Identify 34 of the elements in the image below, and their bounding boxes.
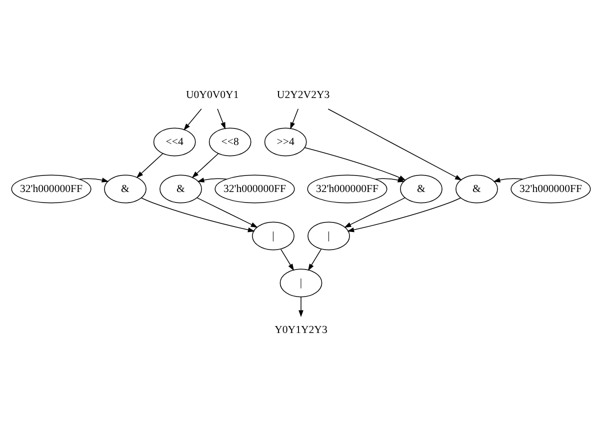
node-ellipse: &: [160, 174, 202, 204]
node-ellipse: 32'h000000FF: [11, 174, 92, 204]
node-ellipse: |: [308, 222, 350, 250]
node-ellipse: |: [252, 222, 294, 250]
arrow: [196, 197, 258, 228]
arrow: [493, 178, 523, 182]
node-ellipse: 32'h000000FF: [510, 174, 591, 204]
arrow: [184, 108, 202, 130]
node-ellipse: 32'h000000FF: [307, 174, 388, 204]
arrow: [344, 197, 406, 228]
arrow: [347, 198, 461, 232]
node-ellipse: |: [280, 268, 322, 298]
node-ellipse: <<4: [153, 128, 196, 156]
node-ellipse: >>4: [264, 128, 307, 156]
node-ellipse: &: [104, 174, 146, 204]
arrow: [308, 248, 322, 271]
arrow: [217, 108, 226, 130]
arrow: [78, 178, 109, 182]
arrow: [328, 108, 462, 180]
arrow: [374, 178, 405, 182]
node-ellipse: &: [400, 174, 442, 204]
arrow: [197, 178, 227, 182]
arrow: [304, 147, 406, 181]
node-ellipse: 32'h000000FF: [214, 174, 295, 204]
arrow: [290, 108, 299, 130]
node-text: Y0Y1Y2Y3: [274, 324, 328, 336]
arrow: [136, 153, 164, 178]
arrow: [192, 153, 219, 178]
node-text: U0Y0V0Y1: [186, 88, 239, 101]
arrow: [280, 248, 294, 271]
node-ellipse: <<8: [208, 128, 252, 156]
arrow: [141, 198, 255, 232]
node-text: U2Y2V2Y3: [276, 88, 330, 101]
arrow: [298, 296, 304, 318]
